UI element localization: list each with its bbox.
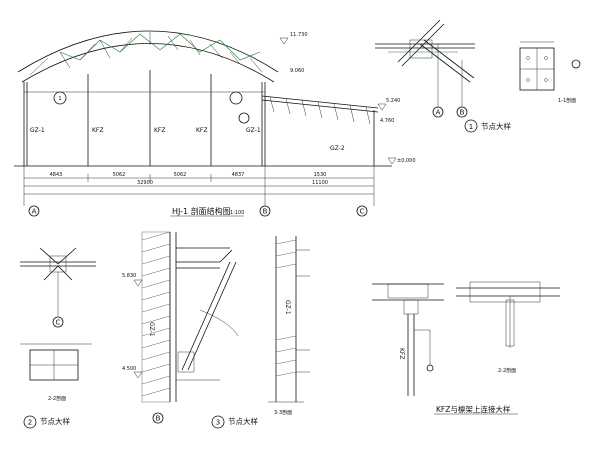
kfz-detail-drawing — [372, 281, 560, 396]
dim-bay-5: 1530 — [314, 172, 327, 178]
section-1-1-drawing — [519, 41, 581, 91]
node1-title: 节点大样 — [481, 121, 511, 131]
node3-column-label: GZ-1 — [148, 322, 155, 337]
elev-mid: 9.060 — [290, 68, 304, 74]
node-detail-3-drawing — [133, 231, 239, 429]
node-detail-1-drawing — [375, 19, 478, 133]
node3-title: 节点大样 — [228, 416, 258, 426]
node2-title: 节点大样 — [40, 416, 70, 426]
node1-bubble-a: A — [436, 109, 441, 117]
dim-bay-1: 4843 — [50, 172, 63, 178]
node3-bubble-b: B — [156, 415, 161, 423]
column-label-gz1-left: GZ-1 — [30, 127, 45, 134]
axis-a-label: A — [32, 208, 37, 216]
node1-bubble-b: B — [460, 109, 465, 117]
node2-number: 2 — [28, 419, 32, 427]
section-1-1-title: 1-1剖面 — [558, 97, 576, 104]
dim-bay-4: 4837 — [232, 172, 245, 178]
section-3-3-drawing — [268, 236, 310, 403]
dim-overall-2: 11100 — [312, 180, 328, 186]
detail-mark-1: 1 — [58, 96, 61, 102]
node3-elev-mid: 4.500 — [122, 366, 136, 372]
main-title: HJ-1 剖面结构图 — [172, 206, 231, 216]
main-scale: 1:100 — [230, 210, 244, 216]
column-label-kfz-1: KFZ — [92, 127, 104, 134]
column-label-kfz-3: KFZ — [196, 127, 208, 134]
column-label-gz2: GZ-2 — [330, 145, 345, 152]
column-label-gz1-right: GZ-1 — [246, 127, 261, 134]
main-elevation — [14, 30, 397, 217]
section-3-3-title: 3-3剖面 — [274, 409, 292, 416]
kfz-column-label: KFZ — [398, 348, 405, 360]
node2-section-title: 2-2剖面 — [48, 395, 66, 402]
node2-bubble-c: C — [56, 319, 61, 327]
dim-bay-3: 5062 — [174, 172, 187, 178]
node-detail-2-drawing — [20, 247, 96, 429]
axis-c-label: C — [360, 208, 365, 216]
axis-b-label: B — [263, 208, 268, 216]
dim-bay-2: 5062 — [113, 172, 126, 178]
section-3-3-column: GZ-1 — [284, 300, 291, 315]
node3-elev-top: 5.830 — [122, 273, 136, 279]
node1-number: 1 — [469, 123, 473, 131]
elev-ground: ±0.000 — [397, 158, 416, 164]
elev-side: 4.760 — [380, 118, 394, 124]
kfz-detail-title: KFZ与檩架上连接大样 — [436, 404, 511, 414]
dim-overall-1: 32900 — [137, 180, 153, 186]
kfz-section-title: 2-2剖面 — [498, 367, 516, 374]
elev-top: 11.730 — [290, 32, 308, 38]
elev-beam: 5.240 — [386, 98, 400, 104]
column-label-kfz-2: KFZ — [154, 127, 166, 134]
node3-number: 3 — [216, 419, 220, 427]
